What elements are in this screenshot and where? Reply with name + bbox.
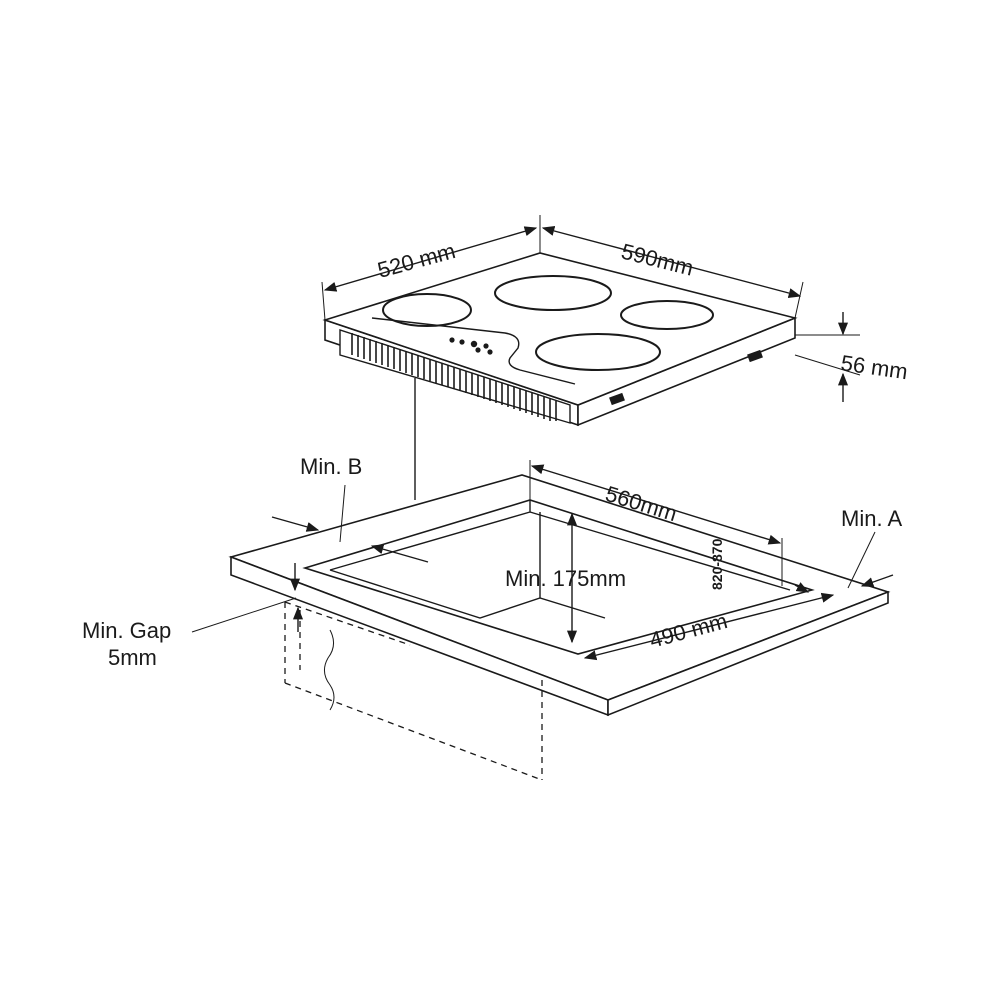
- min-gap-value: 5mm: [108, 645, 157, 670]
- cutout-width-dimension-line: [530, 464, 782, 545]
- cutout-depth-dimension-line: [583, 592, 835, 661]
- cooking-zone-front-left: [382, 293, 472, 327]
- cabinet-outline: [284, 601, 543, 781]
- min-gap-label: Min. Gap: [82, 618, 171, 643]
- cooking-zone-front-right: [535, 333, 661, 371]
- worktop: [228, 474, 891, 717]
- touch-controls: [449, 337, 493, 355]
- min-gap-leader: [191, 597, 297, 633]
- depth-dimension-line: [323, 226, 538, 292]
- width-dimension-line: [541, 226, 802, 298]
- min-b-leader: [339, 484, 346, 543]
- hob-depth-label: 520 mm: [375, 238, 458, 283]
- brand-logo: [609, 349, 763, 406]
- min-a-arrow-inner: [794, 582, 810, 593]
- min-b-arrow-inner: [370, 544, 429, 563]
- min-b-label: Min. B: [300, 454, 362, 479]
- hob-height-label: 56 mm: [839, 350, 909, 384]
- hob-width-label: 590mm: [619, 239, 696, 281]
- min-a-arrow-outer: [860, 574, 894, 587]
- min-depth-label: Min. 175mm: [505, 566, 626, 591]
- cooking-zone-rear-right: [620, 300, 714, 330]
- hob-body: [339, 329, 571, 424]
- hob-vent: [351, 333, 557, 421]
- worktop-height-label: 820-870: [709, 538, 725, 590]
- min-a-leader: [847, 531, 876, 589]
- min-a-label: Min. A: [841, 506, 902, 531]
- min-b-arrow-outer: [271, 516, 320, 532]
- control-panel-outline: [371, 317, 576, 385]
